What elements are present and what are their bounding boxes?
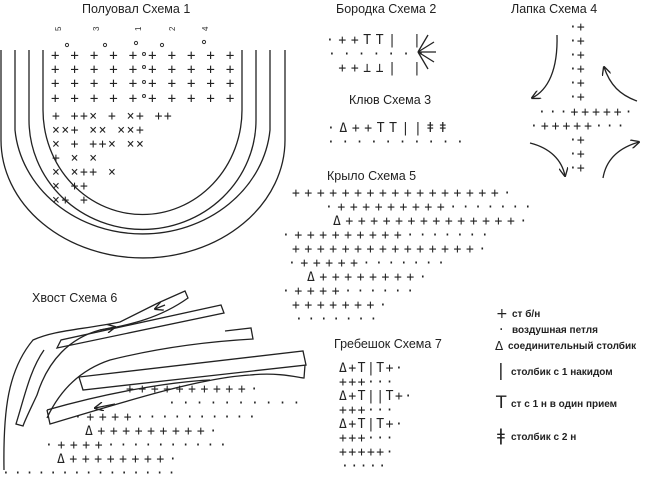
scheme-6-tail: Хвост Схема 6 ++++++++++· ·········· ·++… xyxy=(2,290,307,481)
tail-strands xyxy=(3,290,307,471)
scheme-3-beak: Клюв Схема 3 ·Δ++TT||ǂǂ ·········· xyxy=(327,93,470,150)
chain-row: ······· xyxy=(295,312,382,327)
legend-item-single-crochet: + ст б/н xyxy=(496,306,540,322)
stitch-cell: ·+ xyxy=(569,34,585,49)
stitch-row: ·+++++··· xyxy=(530,119,627,134)
stitch-cell: ·+ xyxy=(569,90,585,105)
stitch-row: Δ+T|T+· xyxy=(339,417,404,432)
stitch-row: ++++++++++ xyxy=(51,91,245,107)
stitch-row: +++++++++++++++++· xyxy=(292,186,516,201)
row-number: 5 xyxy=(54,26,63,31)
stitch-row: ·++++······ xyxy=(282,284,419,299)
treble-stitch-icon: ǂ xyxy=(497,426,505,446)
chain-row: ··············· xyxy=(2,466,179,481)
stitch-cell: ·+ xyxy=(569,48,585,63)
scheme-4-title: Лапка Схема 4 xyxy=(511,2,597,16)
stitch-row: +++++· xyxy=(339,445,395,460)
stitch-row: × ×++ × xyxy=(52,165,117,180)
stitch-row: + ++× + ×+ ++ xyxy=(52,109,173,124)
row-numbers: 5 3 1 2 4 xyxy=(54,26,210,31)
legend-label: ст с 1 н в один прием xyxy=(511,399,617,410)
plus-icon: + xyxy=(496,306,508,322)
stitch-row: ·+++++++++······· xyxy=(325,200,536,215)
scheme-5-wing: Крыло Схема 5 +++++++++++++++++· ·++++++… xyxy=(282,169,536,327)
stitch-row: Δ+T||T+· xyxy=(339,389,414,404)
scheme-2-title: Бородка Схема 2 xyxy=(336,2,436,16)
stitch-row: Δ+T|T+· xyxy=(339,361,404,376)
legend-item-treble-crochet: ǂ столбик с 2 н xyxy=(497,426,576,446)
stitch-cell: ·+ xyxy=(569,76,585,91)
stitch-row: ···+++++· xyxy=(538,105,635,120)
stitch-cell: ·+ xyxy=(569,161,585,176)
scheme-1-title: Полуовал Схема 1 xyxy=(82,2,190,16)
stitch-row: ·+++++++++······· xyxy=(282,228,493,243)
direction-arrows-icon xyxy=(530,34,639,179)
chain-row: ····· xyxy=(341,459,388,474)
stitch-row: ++++++++++ xyxy=(51,76,245,92)
stitch-row: + × × xyxy=(52,151,99,166)
stitch-row: ·Δ++TT||ǂǂ xyxy=(327,121,451,136)
stitch-row: Δ++++++++++++++· xyxy=(333,214,532,229)
stitch-row: ××+ ×× ××+ xyxy=(52,123,145,138)
legend-item-chain: · воздушная петля xyxy=(499,322,598,338)
row-number: 3 xyxy=(92,26,101,31)
stitch-row: ·+++++······· xyxy=(288,256,450,271)
stitch-row: ·++TT| | xyxy=(326,33,425,48)
t-stitch-icon: T xyxy=(495,393,507,413)
legend-item-dc-together: T ст с 1 н в один прием xyxy=(495,393,617,413)
stitch-row: Δ++++++++· xyxy=(307,270,431,285)
stitch-row: +++++++· xyxy=(292,298,391,313)
stitch-cell: ·+ xyxy=(569,147,585,162)
chain-row: ······· xyxy=(328,47,432,62)
scheme-3-title: Клюв Схема 3 xyxy=(349,93,431,107)
chain-row: ·········· xyxy=(168,396,306,411)
stitch-cell: ·+ xyxy=(569,20,585,35)
stitch-row: Δ+++++++++· xyxy=(85,424,222,439)
scheme-5-title: Крыло Схема 5 xyxy=(327,169,416,183)
stitch-row: × + ++× ×× xyxy=(52,137,145,152)
legend-item-slip-stitch: Δ соединительный столбик xyxy=(495,339,637,353)
scheme-1-half-oval: Полуовал Схема 1 5 3 1 2 4 ++++++++++ ++… xyxy=(0,2,286,259)
stitch-row: +++++++++++++++· xyxy=(292,242,491,257)
legend-label: столбик с 1 накидом xyxy=(511,366,613,378)
legend-label: воздушная петля xyxy=(512,325,598,336)
chain-row: ·········· xyxy=(327,135,470,150)
stitch-row: +++··· xyxy=(339,431,395,446)
stitch-row: ·++++·········· xyxy=(45,438,231,453)
center-column: ·+ ·+ ·+ ·+ ·+ ·+ ·+ ·+ ·+ xyxy=(569,20,585,176)
legend-label: столбик с 2 н xyxy=(511,431,576,443)
row-number: 4 xyxy=(201,26,210,31)
stitch-row: ++++++++++· xyxy=(126,382,263,397)
vertical-bar-icon: | xyxy=(498,361,504,381)
stitch-row: ·++++·········· xyxy=(74,410,260,425)
fan-stitches-icon xyxy=(417,34,436,70)
legend-label: ст б/н xyxy=(512,308,540,320)
scheme-2-beard: Бородка Схема 2 ·++TT| | ······· ++⊥⊥| | xyxy=(326,2,436,76)
stitch-row: ++++++++++ xyxy=(51,62,245,78)
lower-stitches: + ++× + ×+ ++ ××+ ×× ××+ × + ++× ×× + × … xyxy=(52,109,173,208)
legend-label: соединительный столбик xyxy=(508,340,637,352)
scheme-6-title: Хвост Схема 6 xyxy=(32,291,117,305)
stitch-row: +++··· xyxy=(339,403,395,418)
stitch-cell: ·+ xyxy=(569,133,585,148)
triangle-icon: Δ xyxy=(495,339,504,353)
row-number: 2 xyxy=(168,26,177,31)
scheme-7-title: Гребешок Схема 7 xyxy=(334,337,442,351)
chain-circles xyxy=(64,39,207,98)
stitch-row: ++++++++++ xyxy=(51,48,245,64)
scheme-7-comb: Гребешок Схема 7 Δ+T|T+· +++··· Δ+T||T+·… xyxy=(334,337,442,474)
round-outlines xyxy=(0,50,286,259)
stitch-row: +++··· xyxy=(339,375,395,390)
legend: + ст б/н · воздушная петля Δ соединитель… xyxy=(495,306,637,446)
dot-icon: · xyxy=(499,322,503,338)
stitch-cell: ·+ xyxy=(569,62,585,77)
stitch-row: Δ++++++++· xyxy=(57,452,181,467)
scheme-4-paw: Лапка Схема 4 ·+ ·+ ·+ ·+ ·+ ·+ ·+ ·+ ·+… xyxy=(511,2,639,179)
row-number: 1 xyxy=(134,26,143,31)
stitch-row: ++⊥⊥| | xyxy=(326,61,425,76)
legend-item-double-crochet: | столбик с 1 накидом xyxy=(498,361,613,381)
